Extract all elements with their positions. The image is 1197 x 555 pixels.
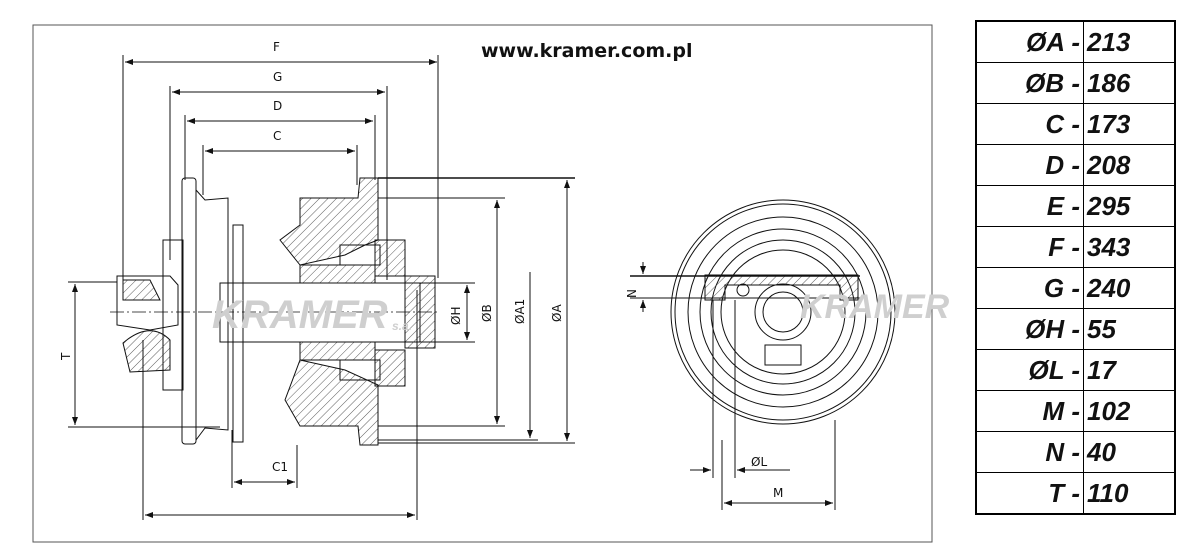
dimension-value: 186 (1083, 62, 1176, 104)
dimension-value: 173 (1083, 103, 1176, 145)
label-B: ØB (480, 304, 494, 322)
label-M: M (773, 486, 783, 500)
table-row: T -110 (975, 472, 1176, 515)
dimension-value: 40 (1083, 431, 1176, 473)
watermark-left-brand: KRAMER (212, 293, 388, 337)
watermark-left-suffix: s.a. (392, 319, 412, 333)
dimension-value: 343 (1083, 226, 1176, 268)
drawing-frame (32, 24, 933, 543)
label-D: D (273, 99, 282, 113)
dimension-value: 240 (1083, 267, 1176, 309)
table-row: ØH -55 (975, 308, 1176, 350)
label-A: ØA (550, 304, 564, 322)
dimension-key: D - (975, 144, 1084, 186)
end-view-labels: N ØL M (625, 289, 783, 500)
dimension-key: E - (975, 185, 1084, 227)
dimension-key: C - (975, 103, 1084, 145)
label-A1: ØA1 (513, 299, 527, 324)
table-row: C -173 (975, 103, 1176, 145)
label-F: F (273, 40, 280, 54)
dimension-value: 110 (1083, 472, 1176, 515)
dimension-value: 208 (1083, 144, 1176, 186)
table-row: ØA -213 (975, 20, 1176, 63)
watermark-left: KRAMER s.a. (212, 293, 412, 337)
dimension-value: 17 (1083, 349, 1176, 391)
dimension-value: 55 (1083, 308, 1176, 350)
table-row: ØB -186 (975, 62, 1176, 104)
label-G: G (273, 70, 282, 84)
table-row: ØL -17 (975, 349, 1176, 391)
dimension-key: G - (975, 267, 1084, 309)
dimension-key: T - (975, 472, 1084, 515)
label-C1: C1 (272, 460, 288, 474)
roller-section-view (68, 55, 575, 520)
dimension-value: 213 (1083, 20, 1176, 63)
dimension-key: N - (975, 431, 1084, 473)
label-H: ØH (449, 307, 463, 325)
dimension-key: ØL - (975, 349, 1084, 391)
label-C: C (273, 129, 281, 143)
label-L: ØL (751, 455, 767, 469)
dimension-key: ØB - (975, 62, 1084, 104)
table-row: N -40 (975, 431, 1176, 473)
dimension-key: ØH - (975, 308, 1084, 350)
website-url: www.kramer.com.pl (481, 40, 693, 62)
label-N: N (625, 289, 639, 298)
roller-end-view (630, 199, 896, 510)
table-row: F -343 (975, 226, 1176, 268)
table-row: G -240 (975, 267, 1176, 309)
table-row: M -102 (975, 390, 1176, 432)
dimension-value: 102 (1083, 390, 1176, 432)
dimension-key: F - (975, 226, 1084, 268)
dimension-value: 295 (1083, 185, 1176, 227)
table-row: D -208 (975, 144, 1176, 186)
dimension-key: M - (975, 390, 1084, 432)
section-view-labels: F G D C C1 T ØH ØB ØA1 ØA (59, 40, 564, 474)
label-T: T (59, 352, 73, 361)
dimension-key: ØA - (975, 20, 1084, 63)
watermark-right-brand: KRAMER (800, 288, 950, 326)
watermark-right: KRAMER (800, 288, 950, 326)
dimensions-table: ØA -213 ØB -186 C -173 D -208 E -295 F -… (975, 20, 1176, 515)
table-row: E -295 (975, 185, 1176, 227)
